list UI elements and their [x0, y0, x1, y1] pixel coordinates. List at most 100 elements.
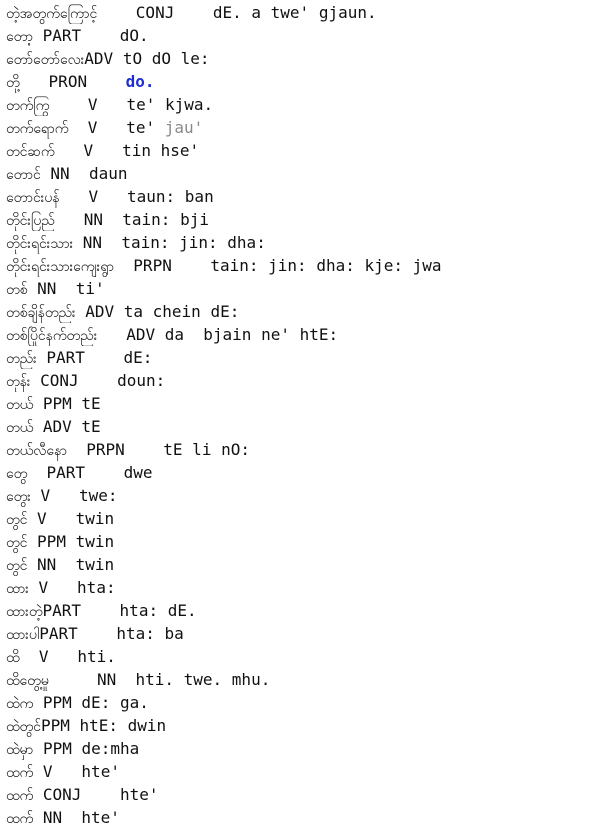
- myanmar-word: တက်ရောက်: [6, 121, 69, 137]
- separator: [20, 72, 49, 91]
- separator: [85, 348, 124, 367]
- entry-line: တွင် V twin: [6, 507, 613, 530]
- pronunciation: tain: jin: dha:: [121, 233, 266, 252]
- pronunciation: tain: jin: dha: kje: jwa: [210, 256, 442, 275]
- separator: [72, 394, 82, 413]
- separator: [116, 670, 135, 689]
- pos-tag: PPM: [42, 394, 72, 413]
- entry-line: ထက် V hte': [6, 760, 613, 783]
- pronunciation: dE: ga.: [81, 693, 149, 712]
- separator: [98, 187, 127, 206]
- myanmar-word: တစ်: [6, 282, 28, 298]
- pos-tag: PART: [42, 601, 82, 620]
- pronunciation: hte': [81, 808, 120, 827]
- entry-line: တွေ PART dwe: [6, 461, 613, 484]
- pos-tag: PART: [42, 26, 82, 45]
- pronunciation: twin: [75, 555, 115, 574]
- myanmar-word: တက်ကြွ: [6, 98, 50, 114]
- pos-tag: NN: [83, 210, 103, 229]
- separator: [27, 555, 37, 574]
- myanmar-word: တယ်လီနော: [6, 443, 67, 459]
- entry-line: တွေး V twe:: [6, 484, 613, 507]
- pos-tag: V: [87, 95, 98, 114]
- entry-line: တော့ PART dO.: [6, 24, 613, 47]
- separator: [29, 578, 39, 597]
- myanmar-word: တွေ: [6, 466, 28, 482]
- myanmar-word: ထိ: [6, 650, 20, 666]
- pronunciation: hte': [119, 785, 159, 804]
- entry-line: ထဲက PPM dE: ga.: [6, 691, 613, 714]
- separator: [125, 440, 164, 459]
- separator: [102, 233, 121, 252]
- separator: [70, 164, 89, 183]
- pronunciation: ta chein dE:: [123, 302, 240, 321]
- pos-tag: V: [38, 647, 49, 666]
- pronunciation: hti.: [77, 647, 116, 666]
- separator: [81, 601, 120, 620]
- pos-tag: PRPN: [133, 256, 172, 275]
- separator: [81, 26, 120, 45]
- myanmar-word: တယ်: [6, 397, 34, 413]
- pronunciation: te': [126, 118, 165, 137]
- separator: [41, 164, 51, 183]
- pos-tag: V: [38, 578, 49, 597]
- entry-line: တက်ရောက် V te' jau': [6, 116, 613, 139]
- entry-line: ထက် CONJ hte': [6, 783, 613, 806]
- separator: [27, 532, 37, 551]
- separator: [103, 210, 122, 229]
- separator: [56, 279, 75, 298]
- separator: [56, 555, 75, 574]
- myanmar-word: တော်တော်လေး: [6, 52, 85, 68]
- entry-line: ထားပါPART hta: ba: [6, 622, 613, 645]
- separator: [53, 762, 82, 781]
- pos-tag: ADV: [84, 49, 114, 68]
- pos-tag: V: [83, 141, 94, 160]
- pos-tag: V: [40, 486, 51, 505]
- myanmar-word: ထက်: [6, 811, 34, 827]
- entry-line: ထား V hta:: [6, 576, 613, 599]
- pronunciation: doun:: [117, 371, 166, 390]
- separator: [49, 95, 88, 114]
- pos-tag: PPM: [42, 739, 72, 758]
- myanmar-word: တည်း: [6, 351, 37, 367]
- separator: [27, 463, 46, 482]
- separator: [31, 486, 41, 505]
- pos-tag: PART: [39, 624, 78, 643]
- separator: [50, 486, 79, 505]
- pos-tag: V: [42, 762, 53, 781]
- entry-line: တိုင်းရင်းသားကျေးရွာ PRPN tain: jin: dha…: [6, 254, 613, 277]
- myanmar-word: ထက်: [6, 765, 34, 781]
- separator: [93, 141, 122, 160]
- pos-tag: PART: [46, 463, 86, 482]
- separator: [33, 394, 43, 413]
- separator: [172, 256, 211, 275]
- separator: [33, 693, 43, 712]
- myanmar-word: ထဲက: [6, 696, 34, 712]
- separator: [62, 808, 81, 827]
- pos-tag: ADV: [42, 417, 72, 436]
- entry-line: တောင်းပန် V taun: ban: [6, 185, 613, 208]
- separator: [174, 3, 213, 22]
- pos-tag: V: [88, 187, 99, 206]
- entry-line: တုန်း CONJ doun:: [6, 369, 613, 392]
- pos-tag: NN: [82, 233, 103, 252]
- myanmar-word: တိုင်းရင်းသား: [6, 236, 74, 252]
- myanmar-word: တင်ဆက်: [6, 144, 55, 160]
- pronunciation: tO dO le:: [122, 49, 210, 68]
- line-list: တဲ့အတွက်ကြောင့် CONJ dE. a twe' gjaun.တေ…: [6, 1, 613, 829]
- separator: [33, 762, 43, 781]
- myanmar-word: တိုင်းရင်းသားကျေးရွာ: [6, 259, 115, 275]
- entry-line: တယ်လီနော PRPN tE li nO:: [6, 438, 613, 461]
- separator: [37, 348, 47, 367]
- myanmar-word: တယ်: [6, 420, 34, 436]
- pronunciation: tain: bji: [122, 210, 209, 229]
- entry-line: တယ် ADV tE: [6, 415, 613, 438]
- separator: [81, 785, 120, 804]
- pronunciation: tE li nO:: [163, 440, 250, 459]
- myanmar-word: ထဲတွင်: [6, 719, 41, 735]
- separator: [55, 141, 84, 160]
- separator: [155, 325, 165, 344]
- entry-line: တိုင်းပြည် NN tain: bji: [6, 208, 613, 231]
- pos-tag: PRPN: [86, 440, 125, 459]
